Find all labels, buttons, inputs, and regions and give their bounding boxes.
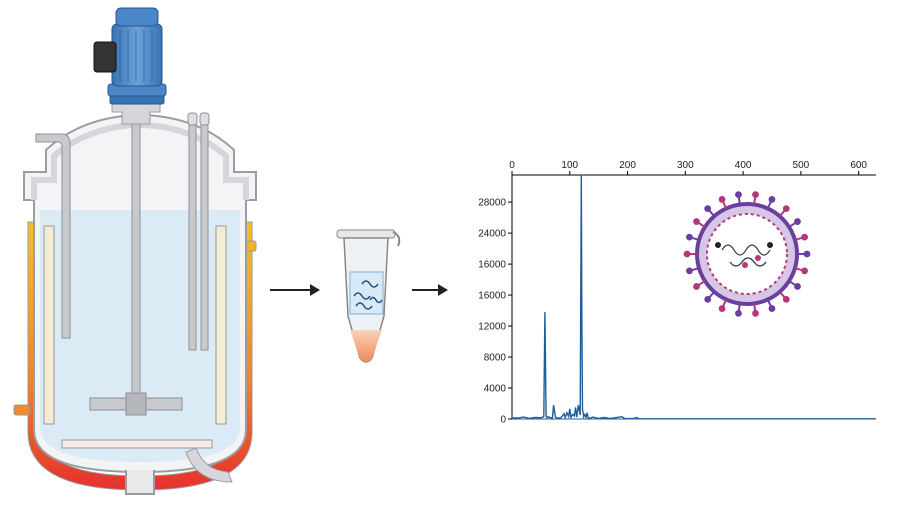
probe-1-cap — [187, 112, 198, 126]
x-tick-label: 300 — [677, 160, 694, 171]
y-tick-label: 24000 — [478, 229, 506, 240]
virus-spike-head — [752, 309, 759, 317]
y-tick-label: 16000 — [478, 291, 506, 302]
tube-cap — [336, 229, 396, 239]
y-tick-label: 28000 — [478, 198, 506, 209]
virus-spike-head — [794, 283, 801, 290]
virus-spike-head — [735, 191, 742, 199]
virus-particle-icon — [683, 191, 811, 317]
virus-spike-head — [683, 250, 691, 258]
x-tick-label: 600 — [850, 160, 867, 171]
sparger-plate — [61, 439, 213, 449]
dip-tube — [35, 133, 71, 339]
virus-spike-head — [693, 283, 700, 290]
virus-spike-head — [718, 196, 726, 203]
right-arrow-icon — [412, 284, 448, 296]
virus-spike-head — [752, 191, 759, 199]
jacket-port-left — [13, 404, 31, 416]
microcentrifuge-tube-icon — [336, 229, 401, 363]
virus-spike-head — [801, 233, 808, 241]
virus-spike-head — [718, 305, 726, 312]
tube-sample — [350, 330, 382, 362]
probe-1 — [188, 119, 197, 351]
x-tick-label: 100 — [561, 160, 578, 171]
baffle-right — [215, 225, 227, 425]
motor-icon — [93, 7, 167, 105]
y-tick-label: 0 — [500, 415, 506, 426]
virus-spike-head — [782, 295, 790, 303]
x-tick-label: 0 — [509, 160, 515, 171]
virus-spike-head — [693, 218, 700, 225]
tube-supernatant — [349, 271, 384, 315]
viral-genome — [721, 244, 771, 267]
impeller-hub — [125, 392, 147, 416]
y-tick-label: 8000 — [484, 353, 507, 364]
virus-spike-head — [735, 309, 742, 317]
virus-spike-head — [794, 218, 801, 225]
x-tick-label: 200 — [619, 160, 636, 171]
virus-capsid — [706, 213, 788, 295]
side-outlet — [185, 447, 233, 483]
heating-jacket — [27, 221, 253, 491]
baffle-left — [43, 225, 55, 425]
virus-spike-head — [803, 250, 811, 258]
top-nozzle — [111, 103, 161, 125]
agitator-shaft — [131, 107, 141, 409]
virus-spike-head — [704, 205, 712, 213]
y-tick-label: 12000 — [478, 322, 506, 333]
chromatogram-trace — [511, 174, 876, 420]
virus-spike-head — [686, 233, 693, 241]
bioreactor-icon — [13, 103, 257, 495]
nucleic-acid-strands — [353, 280, 383, 310]
motor-cap — [115, 7, 159, 27]
y-tick-label: 16000 — [478, 260, 506, 271]
right-arrow-icon — [270, 284, 320, 296]
virus-spike-head — [686, 267, 693, 275]
x-tick-label: 500 — [793, 160, 810, 171]
x-tick-label: 400 — [735, 160, 752, 171]
virus-spike-head — [704, 295, 712, 303]
virus-spike-head — [768, 305, 776, 312]
bottom-drain — [125, 470, 155, 495]
virus-spike-head — [768, 196, 776, 203]
virus-spike-head — [801, 267, 808, 275]
motor-terminal-box — [93, 41, 117, 73]
y-tick-label: 4000 — [484, 384, 507, 395]
virus-spike-head — [782, 205, 790, 213]
probe-2 — [200, 119, 209, 351]
probe-2-cap — [199, 112, 210, 126]
chromatogram-chart: 0 100 200 300 400 500 600 0 4000 8000 12000 16000 1… — [478, 160, 876, 426]
